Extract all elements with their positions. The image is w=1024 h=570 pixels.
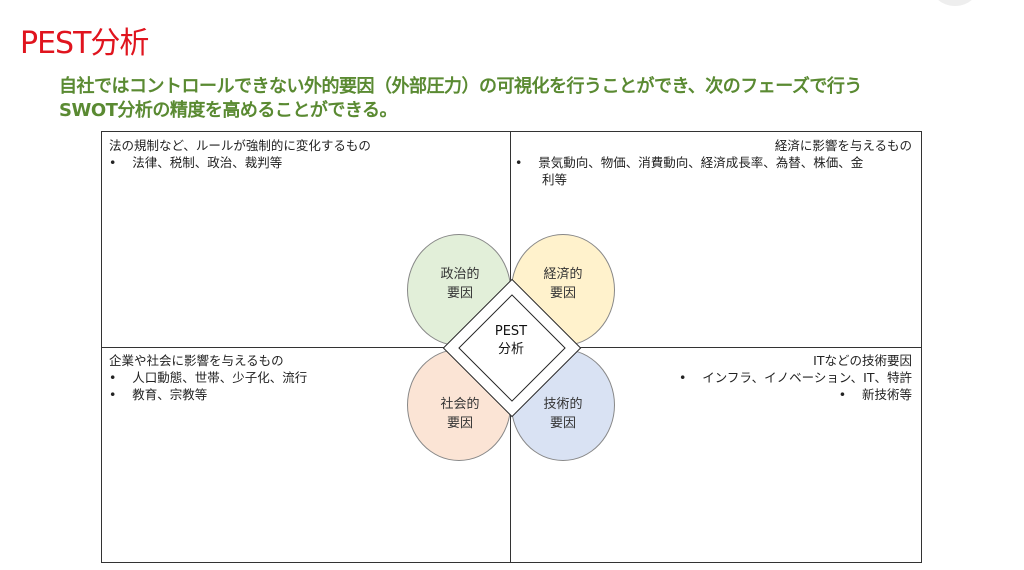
quadrant-item: 人口動態、世帯、少子化、流行 xyxy=(132,370,308,385)
subtitle-line-2: SWOT分析の精度を高めることができる。 xyxy=(59,100,398,121)
quadrant-heading: 法の規制など、ルールが強制的に変化するもの xyxy=(109,138,371,153)
quadrant-social: 企業や社会に影響を与えるもの • 人口動態、世帯、少子化、流行 • 教育、宗教等 xyxy=(109,352,307,403)
bullet: • xyxy=(838,387,847,402)
technological-factor-label: 技術的要因 xyxy=(543,397,583,431)
corner-button[interactable] xyxy=(930,0,980,6)
quadrant-item: 法律、税制、政治、裁判等 xyxy=(132,155,283,170)
page-title: PEST分析 xyxy=(20,26,149,61)
quadrant-item: 教育、宗教等 xyxy=(132,387,208,402)
bullet: • xyxy=(109,387,117,402)
quadrant-economic: 経済に影響を与えるもの • 景気動向、物価、消費動向、経済成長率、為替、株価、金… xyxy=(515,137,912,188)
quadrant-item: インフラ、イノベーション、IT、特許 xyxy=(702,370,912,385)
political-factor-label: 政治的要因 xyxy=(440,267,480,301)
economic-factor-label: 経済的要因 xyxy=(543,267,583,301)
quadrant-political: 法の規制など、ルールが強制的に変化するもの • 法律、税制、政治、裁判等 xyxy=(109,137,371,171)
quadrant-heading: ITなどの技術要因 xyxy=(813,353,912,368)
quadrant-heading: 経済に影響を与えるもの xyxy=(774,138,912,153)
social-factor-label: 社会的要因 xyxy=(440,397,480,431)
quadrant-item: 利等 xyxy=(542,172,568,187)
bullet: • xyxy=(679,370,687,385)
bullet: • xyxy=(109,370,117,385)
quadrant-technological: ITなどの技術要因 • インフラ、イノベーション、IT、特許 • 新技術等 xyxy=(515,352,912,403)
quadrant-heading: 企業や社会に影響を与えるもの xyxy=(109,353,284,368)
bullet: • xyxy=(515,155,523,170)
bullet: • xyxy=(109,155,117,170)
quadrant-item: 景気動向、物価、消費動向、経済成長率、為替、株価、金 xyxy=(538,155,864,170)
quadrant-item: 新技術等 xyxy=(861,387,912,402)
subtitle-line-1: 自社ではコントロールできない外的要因（外部圧力）の可視化を行うことができ、次のフ… xyxy=(59,76,862,97)
